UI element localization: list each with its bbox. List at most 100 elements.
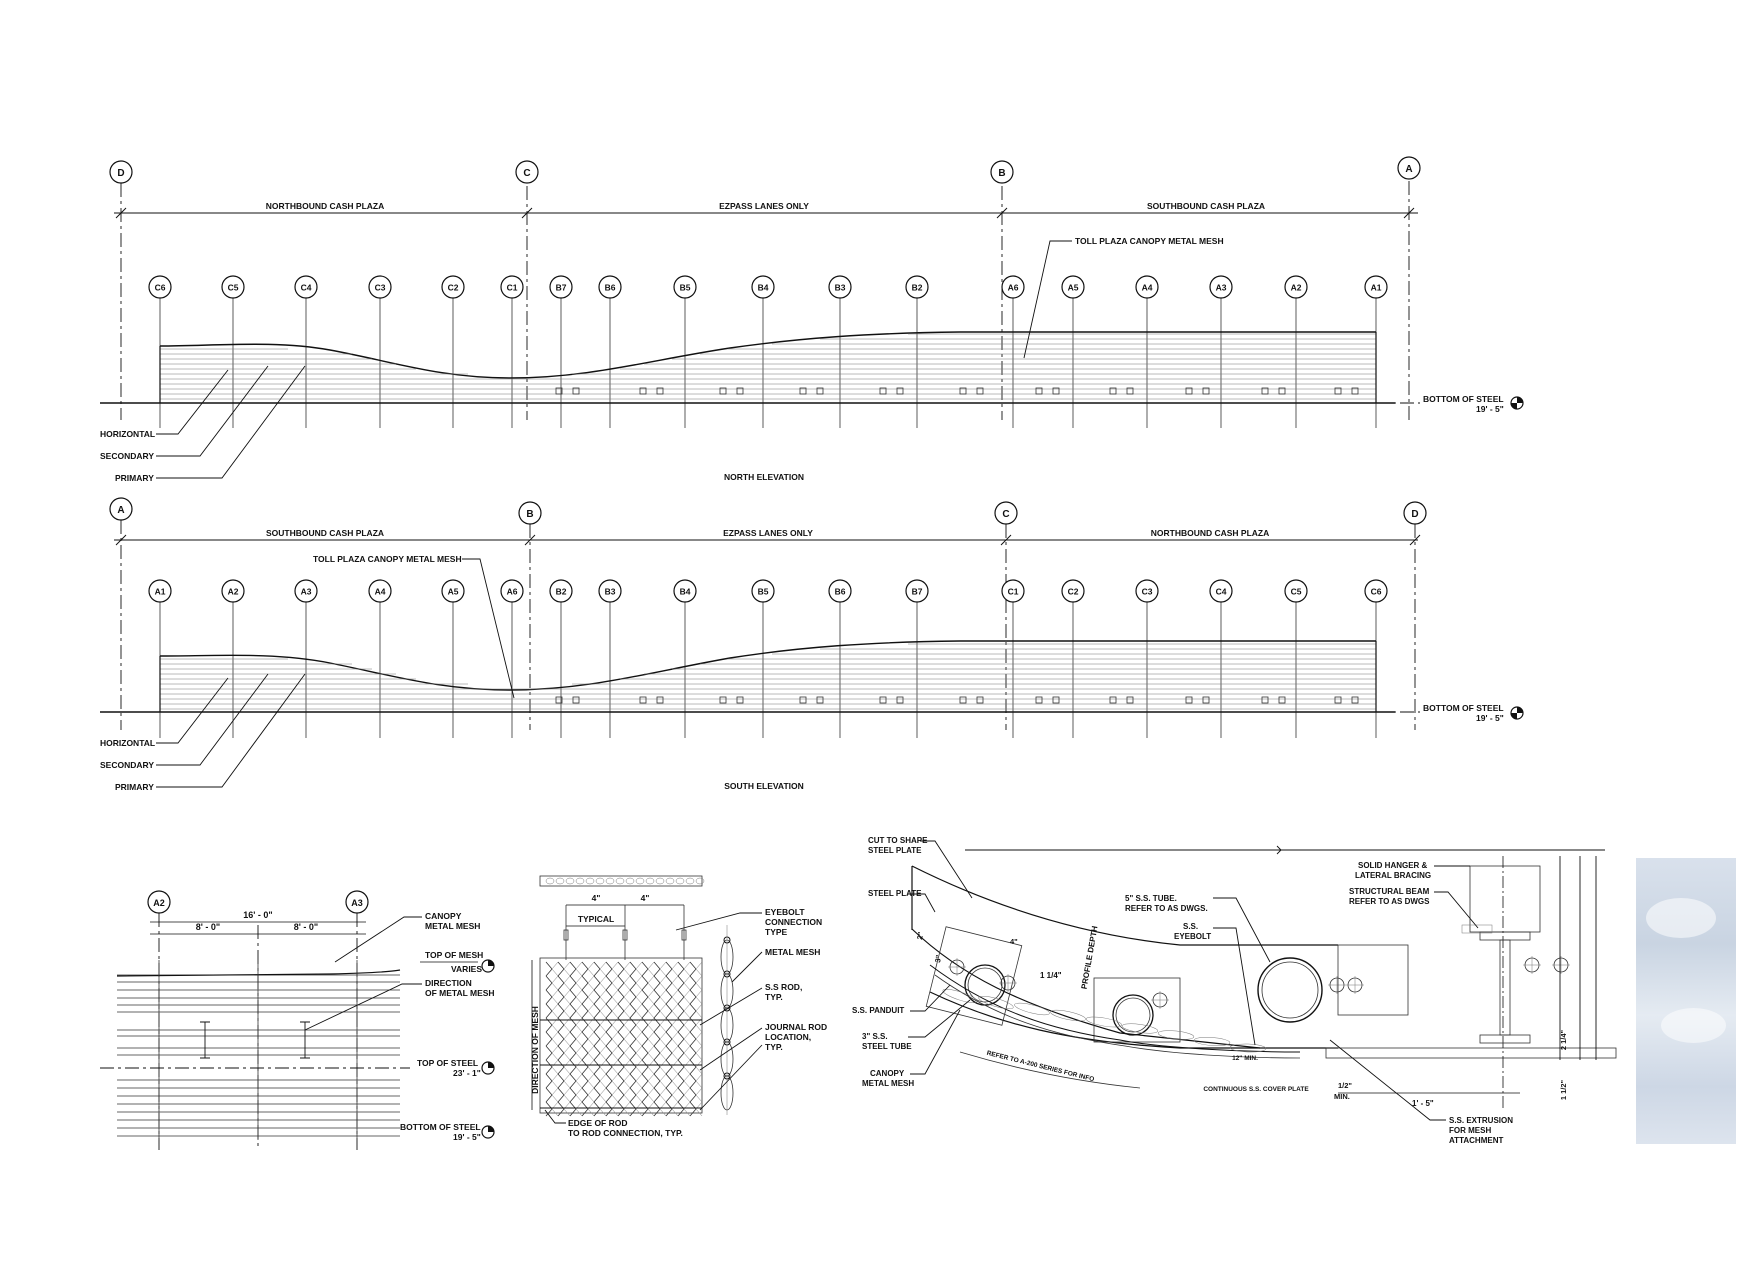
label-1-5: 1' - 5" [1412,1099,1434,1108]
label-steel-plate: STEEL PLATE [868,889,922,898]
label-panduit: S.S. PANDUIT [852,1006,904,1015]
bracket-plate [1337,944,1409,1016]
grid-bubble-a [109,497,133,521]
zone-label: EZPASS LANES ONLY [723,528,813,538]
connection-square [639,696,647,704]
label-cut-plate-1: CUT TO SHAPE [868,836,928,845]
connection-square [896,387,904,395]
label-canopy-mesh-1: CANOPY [870,1069,905,1078]
connection-plate [925,926,1023,1026]
column-label: B3 [835,283,846,293]
dim-left: 8' - 0" [196,922,220,932]
column-label: B6 [605,283,616,293]
column-label: B2 [556,587,567,597]
column-bubble [673,275,697,299]
column-bubble [905,275,929,299]
zone-label: SOUTHBOUND CASH PLAZA [1147,201,1265,211]
grid-bubble-d [109,160,133,184]
column-bubble [1284,579,1308,603]
connection-square [1278,696,1286,704]
north-leaders: HORIZONTAL SECONDARY PRIMARY [100,365,306,483]
bos-value: 19' - 5" [1476,404,1504,414]
label-eyebolt-2: CONNECTION [765,917,822,927]
column-bubble [294,275,318,299]
bos-value: 19' - 5" [1476,713,1504,723]
label-top-of-steel: TOP OF STEEL [417,1058,478,1068]
connection-square [555,696,563,704]
north-canopy-mesh [100,331,1420,404]
column-label: C4 [1216,587,1227,597]
label-varies: VARIES [451,964,482,974]
column-label: A3 [1216,283,1227,293]
cut-steel-plate [911,865,1338,946]
connection-square [719,696,727,704]
zone-label: NORTHBOUND CASH PLAZA [1151,528,1270,538]
label-canopy-mesh-2: METAL MESH [425,921,480,931]
column-label: A1 [1371,283,1382,293]
cloud-shape [1661,1008,1726,1043]
label-profile-depth: PROFILE DEPTH [1080,925,1100,990]
column-label: A4 [1142,283,1153,293]
label-canopy-mesh-1: CANOPY [425,911,462,921]
solid-hanger [1469,865,1541,933]
grid-bubble-d [1403,501,1427,525]
label-bottom-of-steel-value: 19' - 5" [453,1132,481,1142]
label-bottom-of-steel: BOTTOM OF STEEL [400,1122,481,1132]
connection-square [816,696,824,704]
connection-square [976,696,984,704]
zone-label: EZPASS LANES ONLY [719,201,809,211]
label-beam-2: REFER TO AS DWGS [1349,897,1430,906]
grid-bubble-b [990,160,1014,184]
label-ss-rod-1: S.S ROD, [765,982,802,992]
connection-square [1109,696,1117,704]
beam-flange [1479,1034,1531,1044]
cloud-shape [1646,898,1716,938]
south-elevation: A B C D SOUTHBOUND CASH PLAZA EZPASS LAN… [100,497,1524,792]
label-tube3-1: 3" S.S. [862,1032,888,1041]
connection-square [1202,696,1210,704]
dim-right: 8' - 0" [294,922,318,932]
leader-horizontal: HORIZONTAL [100,738,155,748]
column-bubble [549,275,573,299]
column-label: B2 [912,283,923,293]
column-label: B7 [556,283,567,293]
column-bubble [148,275,172,299]
grid-bubble-c [994,501,1018,525]
label-journal-3: TYP. [765,1042,783,1052]
connection-square [656,696,664,704]
connection-square [1052,387,1060,395]
label-top-of-steel-value: 23' - 1" [453,1068,481,1078]
connection-square [1109,387,1117,395]
column-label: C4 [301,283,312,293]
column-label: B4 [680,587,691,597]
column-label: B4 [758,283,769,293]
column-bubble [828,579,852,603]
elevation-title: SOUTH ELEVATION [724,781,804,791]
typical-label: TYPICAL [578,914,614,924]
label-canopy-mesh-2: METAL MESH [862,1079,914,1088]
mesh-leader [1023,240,1072,359]
label-eyebolt-1: S.S. [1183,922,1198,931]
connection-square [896,696,904,704]
north-main-grid: D C B A [109,156,1421,420]
label-cut-plate-2: STEEL PLATE [868,846,922,855]
grid-bubble-b [518,501,542,525]
grid-label: A2 [153,898,165,908]
label-1-12: 1 1/2" [1559,1079,1568,1100]
column-label: C2 [448,283,459,293]
tube-5in [1257,957,1323,1023]
label-top-of-mesh: TOP OF MESH [425,950,483,960]
label-cover-plate: CONTINUOUS S.S. COVER PLATE [1203,1086,1309,1093]
dim-total: 16' - 0" [243,910,272,920]
label-direction-1: DIRECTION [425,978,472,988]
connection-square [1185,696,1193,704]
column-label: C1 [1008,587,1019,597]
cover-plate [1325,1047,1617,1059]
label-eyebolt-3: TYPE [765,927,788,937]
column-label: A5 [1068,283,1079,293]
column-label: A6 [1008,283,1019,293]
leader-primary: PRIMARY [115,473,154,483]
leader-secondary: SECONDARY [100,451,154,461]
south-leaders: HORIZONTAL SECONDARY PRIMARY [100,673,306,792]
connection-square [555,387,563,395]
